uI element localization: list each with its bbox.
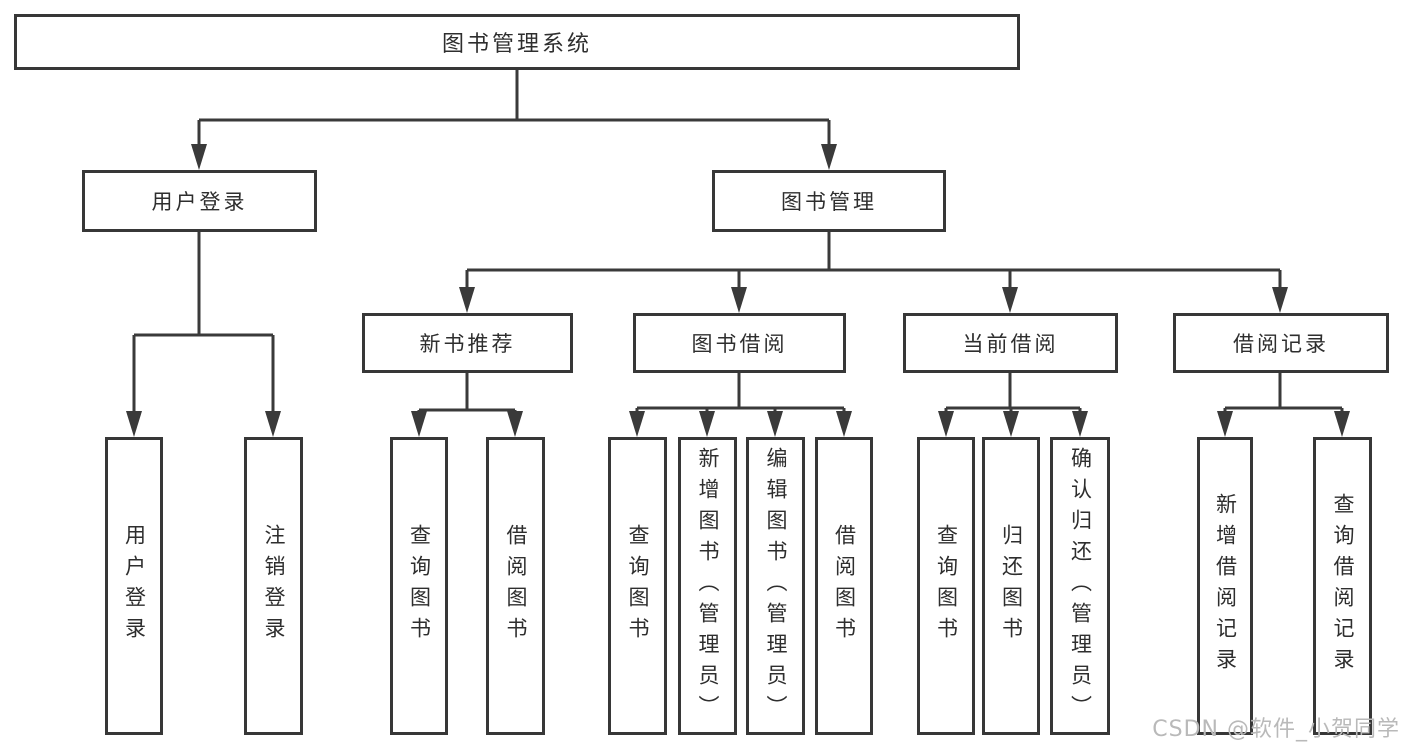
node-borrow-records: 借阅记录	[1173, 313, 1389, 373]
arrow-icon	[821, 144, 837, 170]
leaf-cb-return-books: 归还图书	[982, 437, 1040, 735]
leaf-cb-confirm-return-admin: 确认归还（管理员）	[1050, 437, 1110, 735]
leaf-bb-edit-books-admin: 编辑图书（管理员）	[746, 437, 805, 735]
connector-root-to-level2	[197, 70, 831, 150]
leaf-bb-query-books: 查询图书	[608, 437, 667, 735]
connector-bookborrow-to-leaves	[635, 373, 846, 420]
node-root: 图书管理系统	[14, 14, 1020, 70]
leaf-br-query-record: 查询借阅记录	[1313, 437, 1372, 735]
leaf-logout: 注销登录	[244, 437, 303, 735]
arrow-icon	[265, 411, 281, 437]
leaf-bb-add-books-admin: 新增图书（管理员）	[678, 437, 737, 735]
leaf-bb-borrow-books: 借阅图书	[815, 437, 873, 735]
node-new-book-rec: 新书推荐	[362, 313, 573, 373]
node-book-mgmt: 图书管理	[712, 170, 946, 232]
arrow-icon	[1002, 287, 1018, 313]
arrow-icon	[938, 411, 954, 437]
arrow-icon	[459, 287, 475, 313]
leaf-nr-query-books: 查询图书	[390, 437, 448, 735]
arrow-icon	[1003, 411, 1019, 437]
arrow-icon	[767, 411, 783, 437]
connector-userlogin-to-leaves	[132, 232, 275, 417]
connector-borrowrecords-to-leaves	[1223, 373, 1344, 420]
arrow-icon	[191, 144, 207, 170]
connector-bookmgmt-to-level3	[465, 232, 1282, 295]
node-book-borrow: 图书借阅	[633, 313, 846, 373]
leaf-user-login: 用户登录	[105, 437, 163, 735]
node-current-borrow: 当前借阅	[903, 313, 1118, 373]
arrow-icon	[699, 411, 715, 437]
connector-currentborrow-to-leaves	[944, 373, 1082, 420]
connector-newbookrec-to-leaves	[417, 373, 517, 420]
arrow-icon	[507, 411, 523, 437]
arrow-icon	[836, 411, 852, 437]
arrow-icon	[731, 287, 747, 313]
arrow-icon	[1072, 411, 1088, 437]
leaf-br-add-record: 新增借阅记录	[1197, 437, 1253, 735]
arrow-icon	[1217, 411, 1233, 437]
csdn-watermark: CSDN @软件_小贺同学	[1152, 717, 1400, 742]
arrow-icon	[1272, 287, 1288, 313]
arrow-icon	[126, 411, 142, 437]
leaf-nr-borrow-books: 借阅图书	[486, 437, 545, 735]
leaf-cb-query-books: 查询图书	[917, 437, 975, 735]
node-user-login: 用户登录	[82, 170, 317, 232]
arrow-icon	[1334, 411, 1350, 437]
arrow-icon	[411, 411, 427, 437]
arrow-icon	[629, 411, 645, 437]
